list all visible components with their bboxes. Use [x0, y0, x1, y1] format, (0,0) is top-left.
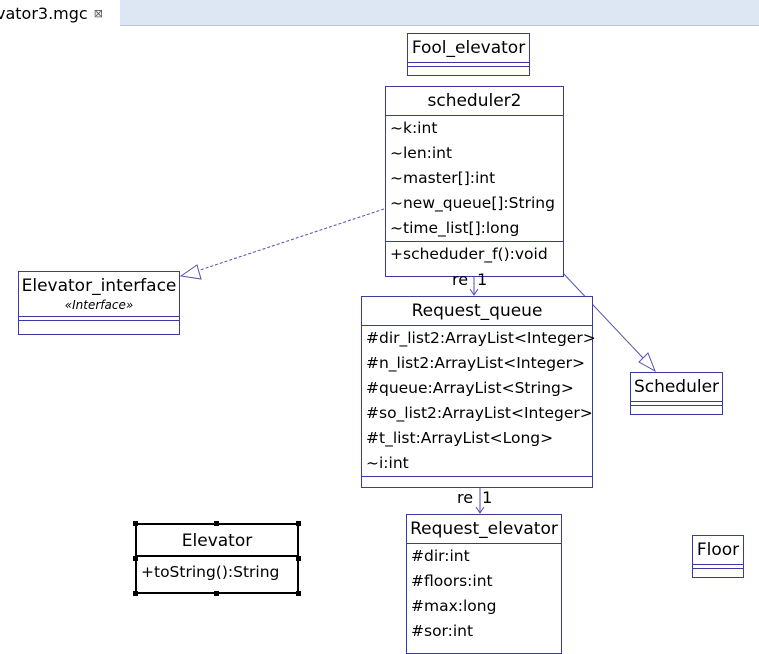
selection-handle[interactable] [133, 556, 138, 561]
attribute-compartment [631, 401, 722, 405]
attribute-row: ~new_queue[]:String [390, 194, 555, 212]
editor-tab[interactable]: vator3.mgc ⊠ [0, 0, 120, 26]
class-request-elevator[interactable]: Request_elevator #dir:int #floors:int #m… [406, 514, 562, 654]
attribute-compartment [693, 564, 743, 568]
method-compartment [631, 405, 722, 409]
attribute-compartment: #dir:int #floors:int #max:long #sor:int [407, 543, 561, 644]
role-label: re [452, 270, 469, 289]
attribute-row: #dir_list2:ArrayList<Integer> [366, 329, 596, 347]
class-name: Floor [696, 540, 740, 560]
attribute-row: ~i:int [366, 454, 409, 472]
role-label: re [457, 488, 474, 507]
selection-handle[interactable] [214, 591, 219, 596]
selection-handle[interactable] [214, 521, 219, 526]
attribute-row: ~len:int [390, 144, 453, 162]
class-scheduler2[interactable]: scheduler2 ~k:int ~len:int ~master[]:int… [385, 86, 564, 277]
association-arrowhead-request [475, 506, 485, 514]
tab-strip [120, 0, 759, 26]
association-label-queue: re 1 [452, 271, 487, 289]
method-compartment [408, 66, 529, 70]
attribute-row: #max:long [411, 597, 497, 615]
association-arrowhead-queue [469, 288, 479, 296]
class-name: Elevator_interface [21, 276, 177, 296]
method-compartment [19, 320, 179, 324]
editor-tab-bar: vator3.mgc ⊠ [0, 0, 759, 26]
class-name: Request_queue [411, 301, 543, 321]
selection-handle[interactable] [296, 591, 301, 596]
attribute-compartment: ~k:int ~len:int ~master[]:int ~new_queue… [386, 115, 563, 241]
attribute-row: #t_list:ArrayList<Long> [366, 429, 554, 447]
method-row: +scheduder_f():void [390, 245, 548, 263]
method-compartment: +scheduder_f():void [386, 241, 563, 267]
realization-arrowhead-interface [179, 264, 202, 280]
tab-title[interactable]: vator3.mgc [0, 3, 88, 23]
selection-handle[interactable] [133, 591, 138, 596]
attribute-row: ~master[]:int [390, 169, 496, 187]
class-request-queue[interactable]: Request_queue #dir_list2:ArrayList<Integ… [361, 296, 596, 488]
class-elevator[interactable]: Elevator +toString():String [135, 523, 299, 594]
selection-handle[interactable] [296, 556, 301, 561]
class-scheduler[interactable]: Scheduler [630, 372, 723, 415]
class-name: scheduler2 [427, 91, 522, 111]
method-compartment [362, 476, 592, 480]
attribute-row: #dir:int [411, 547, 470, 565]
attribute-row: #floors:int [411, 572, 493, 590]
method-compartment [693, 568, 743, 572]
generalization-arrowhead-scheduler [638, 352, 656, 373]
attribute-row: ~time_list[]:long [390, 219, 520, 237]
class-name: Request_elevator [410, 519, 558, 539]
attribute-row: #n_list2:ArrayList<Integer> [366, 354, 585, 372]
class-name: Elevator [181, 531, 253, 551]
stereotype-label: «Interface» [64, 298, 134, 312]
selection-handle[interactable] [133, 521, 138, 526]
attribute-compartment [408, 62, 529, 66]
attribute-row: #sor:int [411, 622, 474, 640]
attribute-compartment [19, 316, 179, 320]
multiplicity-label: 1 [482, 488, 493, 507]
multiplicity-label: 1 [477, 270, 488, 289]
attribute-row: ~k:int [390, 119, 438, 137]
class-floor[interactable]: Floor [692, 535, 744, 578]
class-name: Fool_elevator [411, 38, 526, 58]
realization-line-interface[interactable] [193, 208, 385, 273]
method-row: +toString():String [141, 563, 280, 581]
class-fool-elevator[interactable]: Fool_elevator [407, 33, 530, 76]
attribute-row: #so_list2:ArrayList<Integer> [366, 404, 593, 422]
association-label-request: re 1 [457, 489, 492, 507]
generalization-line-scheduler[interactable] [561, 271, 644, 359]
method-compartment: +toString():String [137, 555, 297, 587]
class-name: Scheduler [633, 377, 720, 397]
close-icon[interactable]: ⊠ [93, 6, 103, 20]
attribute-row: #queue:ArrayList<String> [366, 379, 574, 397]
class-elevator-interface[interactable]: Elevator_interface «Interface» [18, 271, 180, 335]
attribute-compartment: #dir_list2:ArrayList<Integer> #n_list2:A… [362, 325, 596, 476]
selection-handle[interactable] [296, 521, 301, 526]
